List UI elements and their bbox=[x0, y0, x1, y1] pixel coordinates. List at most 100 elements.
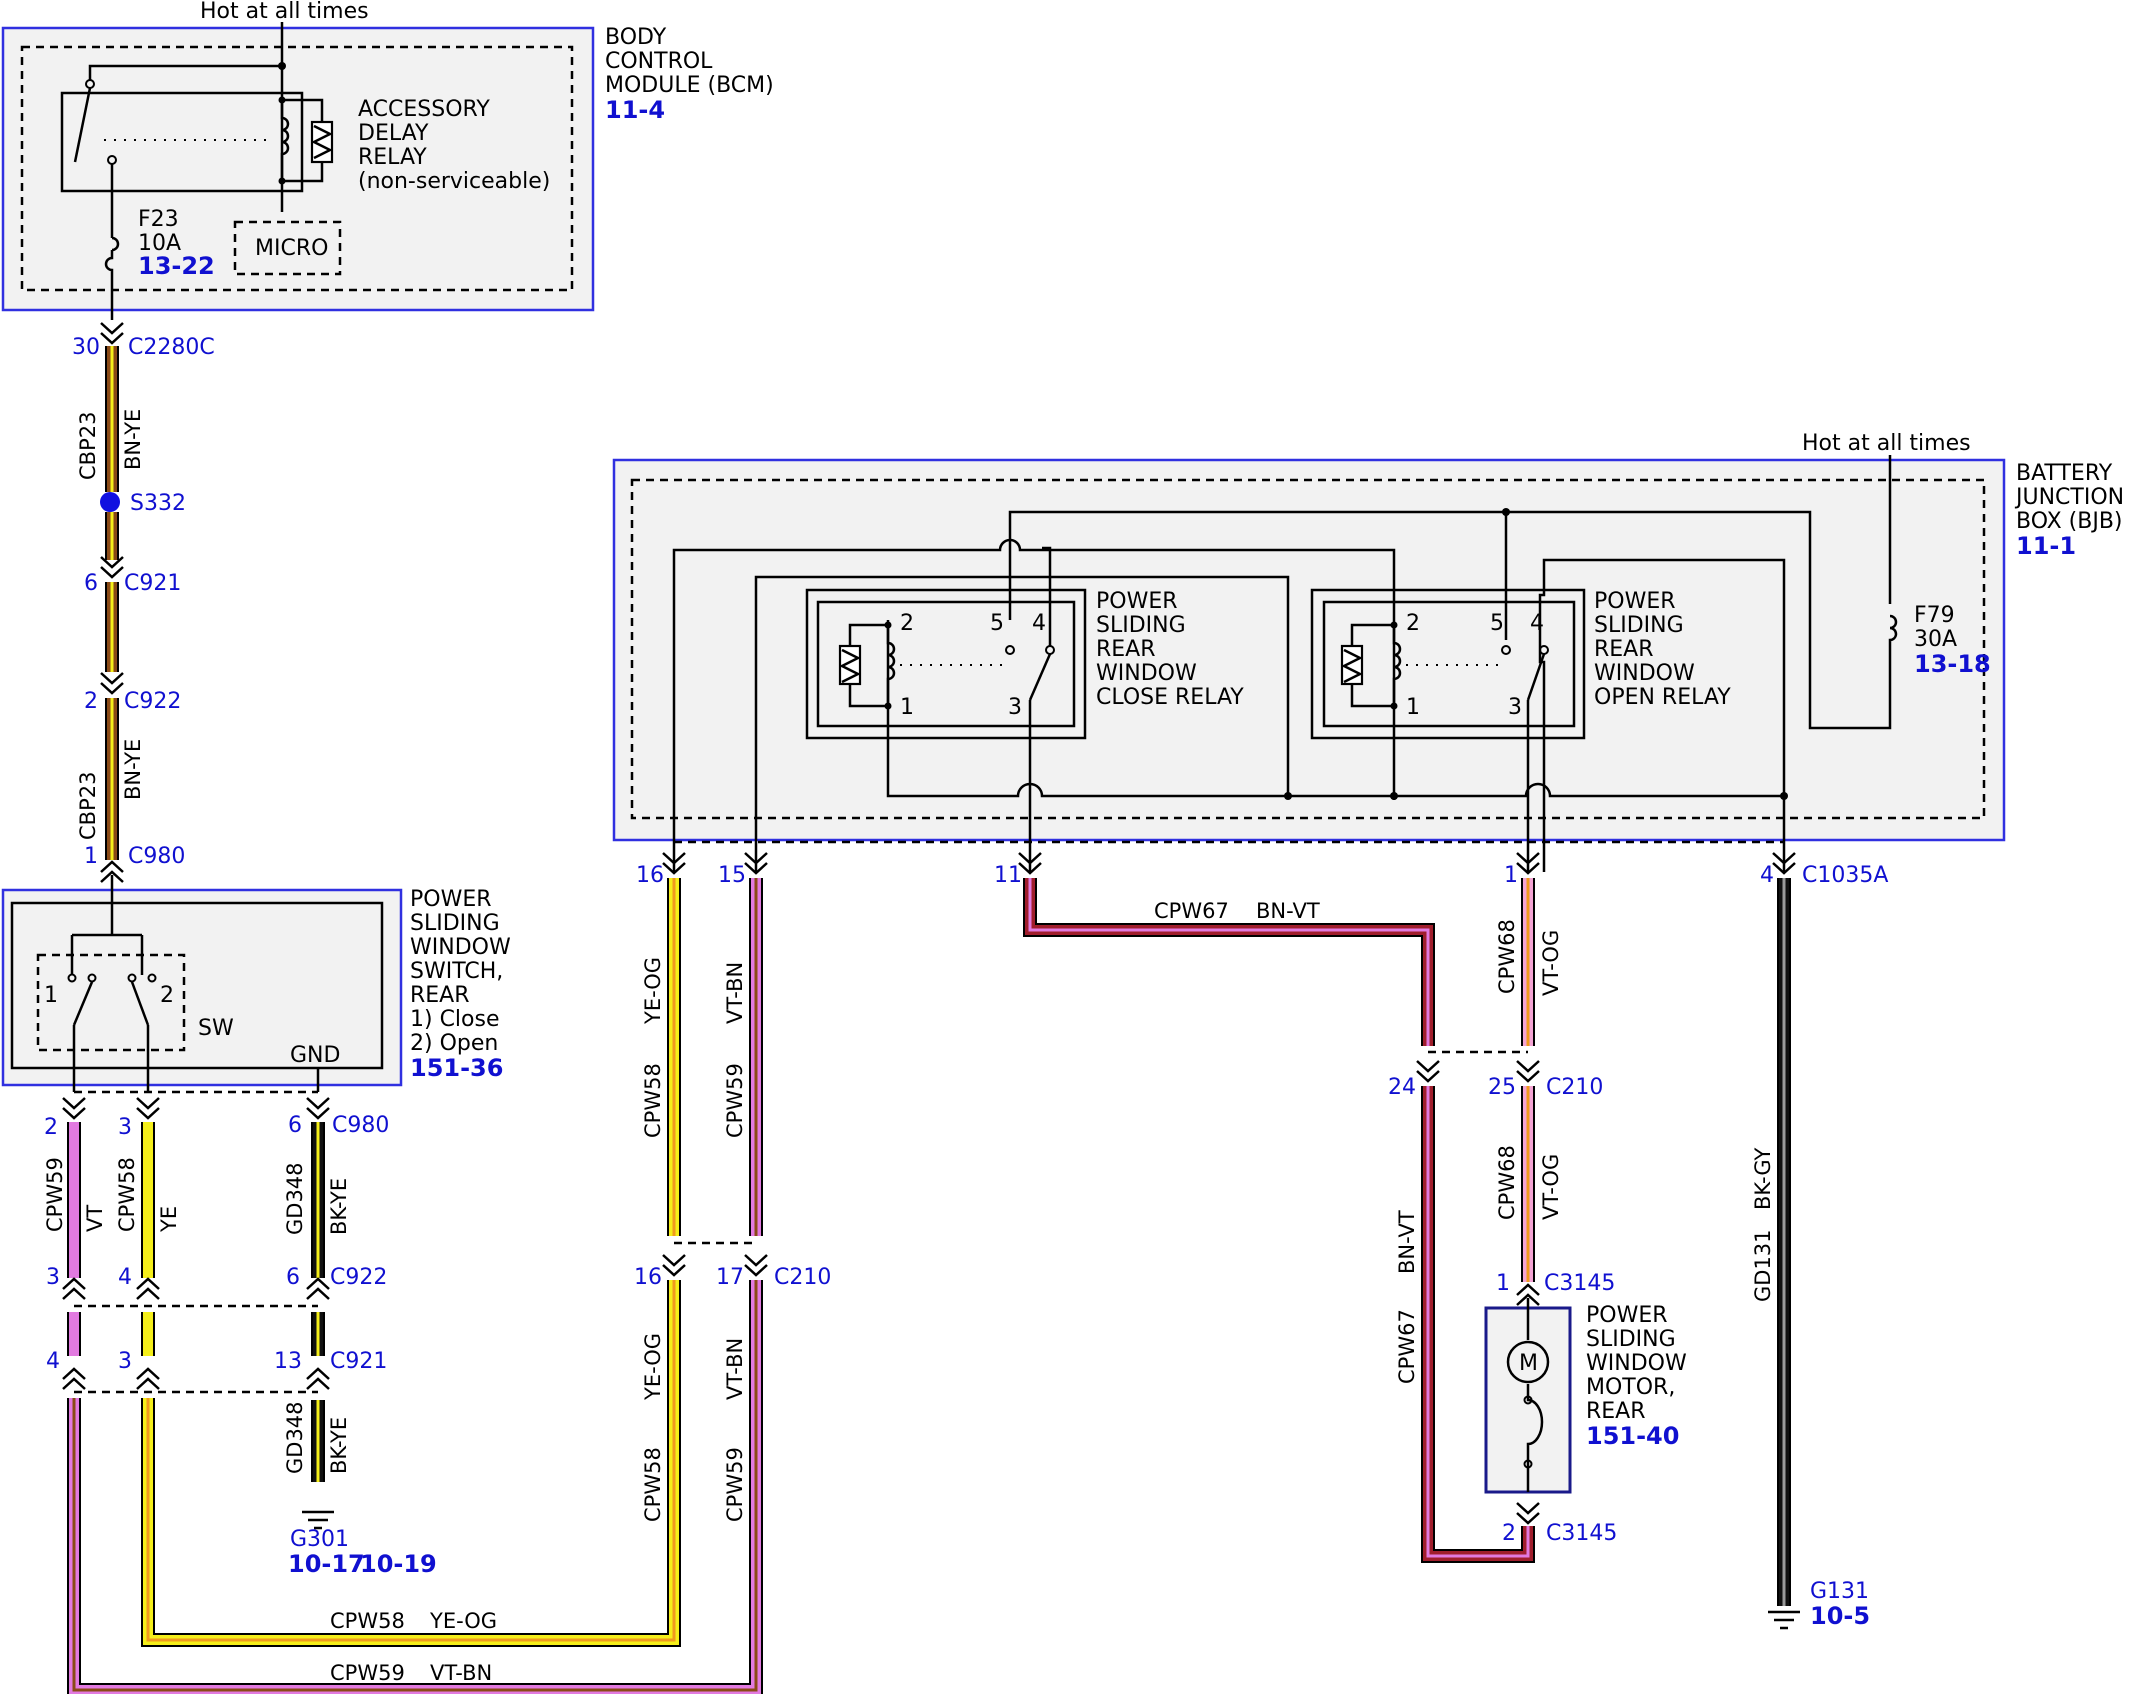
switch-name-2: SLIDING bbox=[410, 911, 500, 936]
fuse-f79-ref[interactable]: 13-18 bbox=[1914, 650, 1991, 678]
ground-g301-icon bbox=[302, 1510, 334, 1530]
connector-icon bbox=[61, 1096, 87, 1120]
sw-pin-1-label: 1 bbox=[44, 983, 58, 1008]
wire-cpw67-upper bbox=[1023, 878, 1435, 1046]
motor-name-5: REAR bbox=[1586, 1399, 1646, 1424]
c922-sw-pin-3: 6 bbox=[286, 1265, 300, 1290]
c2280c-name: C2280C bbox=[128, 335, 215, 360]
close-relay-coil bbox=[886, 625, 896, 706]
fuse-f23-ref[interactable]: 13-22 bbox=[138, 252, 215, 280]
wire-cpw58-id: CPW58 bbox=[115, 1157, 139, 1232]
wire-gd348-id-1: GD348 bbox=[283, 1162, 307, 1235]
relay-label-3: RELAY bbox=[358, 145, 427, 170]
wire-cpw68-color-1: VT-OG bbox=[1539, 930, 1563, 996]
c3145-name-1: C3145 bbox=[1544, 1271, 1615, 1296]
c922-sw-pin-2: 4 bbox=[118, 1265, 132, 1290]
connector-icon bbox=[1515, 1059, 1541, 1083]
switch-ref[interactable]: 151-36 bbox=[410, 1054, 503, 1082]
c922-name: C922 bbox=[124, 689, 181, 714]
motor-name-4: MOTOR, bbox=[1586, 1375, 1675, 1400]
bcm-inner-dash bbox=[20, 45, 574, 292]
open-relay-pin-3: 3 bbox=[1508, 695, 1522, 720]
relay-label-2: DELAY bbox=[358, 121, 429, 146]
connector-icon bbox=[61, 1277, 87, 1301]
open-relay-pin-4: 4 bbox=[1530, 611, 1544, 636]
wire-cpw67-id-2: CPW67 bbox=[1395, 1309, 1419, 1384]
connector-icon bbox=[1515, 1501, 1541, 1525]
open-relay-contact bbox=[1526, 653, 1546, 701]
fuse-f23-rating: 10A bbox=[138, 231, 181, 256]
fuse-f79-name: F79 bbox=[1914, 603, 1955, 628]
c210b-name: C210 bbox=[1546, 1075, 1603, 1100]
bjb-border bbox=[612, 458, 2006, 842]
open-relay-box bbox=[1310, 588, 1586, 740]
ground-g131-icon bbox=[1768, 1610, 1800, 1630]
open-relay-name-1: POWER bbox=[1594, 589, 1676, 614]
close-relay-box bbox=[805, 588, 1087, 740]
gnd-label: GND bbox=[290, 1043, 340, 1068]
wire-gd348-color-2: BK-YE bbox=[327, 1417, 351, 1474]
sw-out-pin-1: 2 bbox=[44, 1115, 58, 1140]
wire-cpw59-bottom-color: VT-BN bbox=[430, 1661, 492, 1685]
bcm-ref[interactable]: 11-4 bbox=[605, 96, 665, 124]
wire-cpw59-vtbn-color-1: VT-BN bbox=[723, 962, 747, 1024]
c921-sw-pin-2: 3 bbox=[118, 1349, 132, 1374]
accessory-relay-box bbox=[60, 91, 304, 193]
motor-name-3: WINDOW bbox=[1586, 1351, 1687, 1376]
bjb-pin-16: 16 bbox=[636, 863, 664, 888]
wire-gd348-color-1: BK-YE bbox=[327, 1178, 351, 1235]
bcm-name-3: MODULE (BCM) bbox=[605, 73, 774, 98]
bcm-hot-label: Hot at all times bbox=[200, 0, 369, 24]
g301-ref-2[interactable]: 10-19 bbox=[360, 1550, 437, 1578]
fuse-f23-name: F23 bbox=[138, 207, 179, 232]
c922-sw-pin-1: 3 bbox=[46, 1265, 60, 1290]
switch-border bbox=[1, 888, 403, 1087]
wire-cpw59-bottom-id: CPW59 bbox=[330, 1661, 405, 1685]
bcm-border bbox=[1, 26, 595, 312]
open-relay-pin-1: 1 bbox=[1406, 695, 1420, 720]
bcm-name-1: BODY bbox=[605, 25, 667, 50]
c3145-pin-1: 1 bbox=[1496, 1271, 1510, 1296]
c922-sw-name: C922 bbox=[330, 1265, 387, 1290]
micro-label: MICRO bbox=[255, 236, 328, 261]
open-relay-pin-2: 2 bbox=[1406, 611, 1420, 636]
wire-cpw59-vtbn-id-2: CPW59 bbox=[723, 1447, 747, 1522]
wire-cpw58-bottom-id: CPW58 bbox=[330, 1609, 405, 1633]
connector-c922-icon bbox=[99, 671, 125, 695]
close-relay-pin-4: 4 bbox=[1032, 611, 1046, 636]
bjb-hot-label: Hot at all times bbox=[1802, 431, 1971, 456]
bjb-ref[interactable]: 11-1 bbox=[2016, 532, 2076, 560]
open-relay-name-5: OPEN RELAY bbox=[1594, 685, 1731, 710]
g131-ref[interactable]: 10-5 bbox=[1810, 1602, 1870, 1630]
bjb-pin-11: 11 bbox=[994, 863, 1022, 888]
connector-icon bbox=[305, 1367, 331, 1391]
wire-cpw59-vtbn-id-1: CPW59 bbox=[723, 1063, 747, 1138]
c980-pin: 1 bbox=[84, 844, 98, 869]
sw-out-pin-3: 6 bbox=[288, 1113, 302, 1138]
bjb-name-2: JUNCTION bbox=[2014, 485, 2124, 510]
motor-ref[interactable]: 151-40 bbox=[1586, 1422, 1679, 1450]
motor-name-2: SLIDING bbox=[1586, 1327, 1676, 1352]
g301-ref-1[interactable]: 10-17 bbox=[288, 1550, 365, 1578]
wire-cpw59-loop bbox=[67, 1280, 763, 1694]
c3145-name-2: C3145 bbox=[1546, 1521, 1617, 1546]
c210b-pin-25: 25 bbox=[1488, 1075, 1516, 1100]
wire-gd131-id: GD131 bbox=[1751, 1229, 1775, 1302]
switch-name-7: 2) Open bbox=[410, 1031, 498, 1056]
close-relay-name-1: POWER bbox=[1096, 589, 1178, 614]
connector-icon bbox=[1415, 1059, 1441, 1083]
wire-cbp23-id-1: CBP23 bbox=[76, 412, 100, 480]
micro-box bbox=[233, 220, 342, 276]
relay-label-1: ACCESSORY bbox=[358, 97, 490, 122]
relay-coil bbox=[280, 100, 290, 181]
sw-label: SW bbox=[198, 1016, 234, 1041]
close-relay-pin-3: 3 bbox=[1008, 695, 1022, 720]
c210a-name: C210 bbox=[774, 1265, 831, 1290]
wire-cbp23-id-2: CBP23 bbox=[76, 772, 100, 840]
close-relay-pin-1: 1 bbox=[900, 695, 914, 720]
c922-pin: 2 bbox=[84, 689, 98, 714]
wire-cpw67-color-1: BN-VT bbox=[1256, 899, 1320, 923]
wire-cpw58-yeog-id-1: CPW58 bbox=[641, 1063, 665, 1138]
motor-module: M POWER SLIDING WINDOW MOTOR, REAR 151-4… bbox=[1484, 1298, 1687, 1494]
wire-cpw58-bottom-color: YE-OG bbox=[429, 1609, 497, 1633]
